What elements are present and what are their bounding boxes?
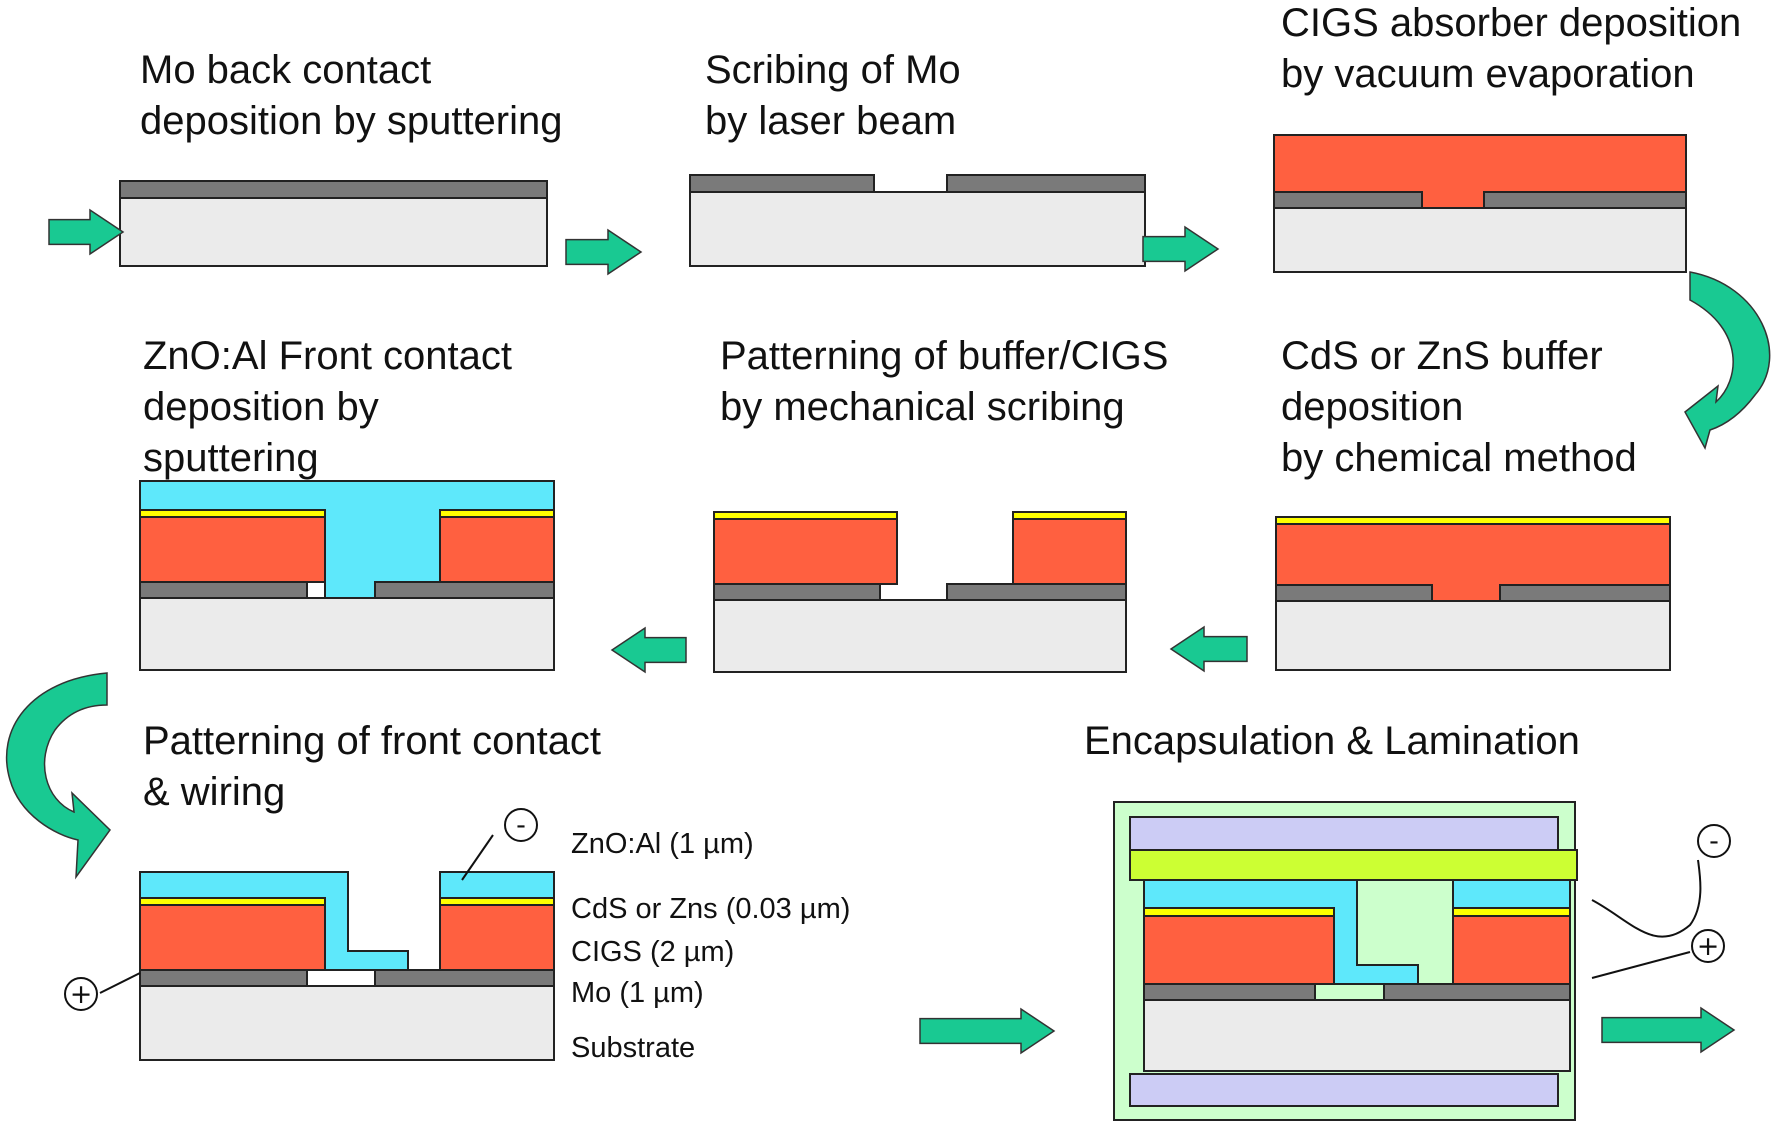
step-2-caption: Scribing of Mo by laser beam	[705, 45, 961, 147]
cigs-layer	[139, 904, 326, 971]
wire	[1591, 951, 1691, 979]
step-7-caption: Patterning of front contact & wiring	[143, 716, 601, 818]
negative-terminal-icon	[504, 808, 538, 842]
mo-layer	[1143, 983, 1316, 1001]
mo-layer	[1383, 983, 1571, 1001]
step-1-caption: Mo back contact deposition by sputtering	[140, 45, 563, 147]
mo-layer	[1483, 191, 1687, 209]
right-arrow-icon	[1142, 225, 1220, 273]
curved-arrow-icon	[1684, 271, 1771, 450]
mo-layer	[689, 174, 875, 193]
terminal-sign: +	[70, 979, 93, 1010]
layer-label-cds: CdS or Zns (0.03 µm)	[571, 893, 851, 925]
caption-line: by chemical method	[1281, 436, 1637, 480]
layer-label-cigs: CIGS (2 µm)	[571, 936, 735, 968]
caption-line: ZnO:Al Front contact	[143, 334, 513, 378]
back-glass	[1129, 1073, 1559, 1107]
terminal-sign: -	[516, 810, 526, 841]
buffer-layer	[1143, 907, 1335, 917]
mo-layer	[119, 180, 548, 199]
right-arrow-icon	[48, 208, 125, 256]
substrate-layer	[139, 597, 555, 671]
mo-layer	[1275, 584, 1433, 602]
step-5-caption: Patterning of buffer/CIGS by mechanical …	[720, 331, 1168, 433]
left-arrow-icon	[610, 626, 687, 674]
terminal-sign: +	[1697, 931, 1720, 962]
cigs-layer	[1143, 915, 1335, 985]
wire	[1591, 859, 1702, 938]
buffer-layer	[1452, 907, 1571, 917]
caption-line: Encapsulation & Lamination	[1084, 719, 1580, 763]
right-arrow-icon	[565, 228, 643, 276]
negative-terminal-icon	[1697, 824, 1731, 858]
substrate-layer	[119, 197, 548, 267]
right-arrow-icon	[919, 1007, 1056, 1055]
layer-label-mo: Mo (1 µm)	[571, 977, 704, 1009]
buffer-layer	[139, 509, 326, 518]
caption-line: & wiring	[143, 770, 286, 814]
substrate-layer	[1273, 207, 1687, 273]
mo-layer	[946, 174, 1146, 193]
step-8-caption: Encapsulation & Lamination	[1084, 716, 1580, 767]
left-arrow-icon	[1169, 625, 1248, 673]
buffer-layer	[1275, 516, 1671, 525]
layer-label-substrate: Substrate	[571, 1032, 696, 1064]
terminal-sign: -	[1709, 826, 1719, 857]
layer-label-zno: ZnO:Al (1 µm)	[571, 828, 754, 860]
zno-layer	[439, 871, 555, 899]
right-arrow-icon	[1601, 1006, 1736, 1054]
cigs-layer	[713, 518, 898, 585]
wire	[461, 834, 494, 881]
step-3-caption: CIGS absorber deposition by vacuum evapo…	[1281, 0, 1741, 100]
substrate-layer	[1275, 600, 1671, 671]
mo-layer	[1499, 584, 1671, 602]
buffer-layer	[713, 511, 898, 520]
caption-line: by laser beam	[705, 99, 957, 143]
caption-line: deposition by	[143, 385, 379, 429]
caption-line: Mo back contact	[140, 48, 432, 92]
caption-line: Patterning of buffer/CIGS	[720, 334, 1169, 378]
caption-line: by mechanical scribing	[720, 385, 1125, 429]
mo-layer	[374, 581, 555, 599]
substrate-layer	[713, 599, 1127, 673]
substrate-layer	[1143, 999, 1571, 1072]
buffer-layer	[1012, 511, 1127, 520]
cigs-layer	[439, 516, 555, 583]
cigs-layer	[1012, 518, 1127, 585]
buffer-layer	[139, 897, 326, 906]
curved-arrow-icon	[5, 672, 111, 880]
wire	[99, 972, 141, 994]
positive-terminal-icon	[64, 977, 98, 1011]
step-6-caption: ZnO:Al Front contact deposition by sputt…	[143, 331, 512, 484]
cigs-layer	[1452, 915, 1571, 985]
mo-layer	[1273, 191, 1423, 209]
cigs-layer	[139, 516, 326, 583]
caption-line: Scribing of Mo	[705, 48, 961, 92]
buffer-layer	[439, 509, 555, 518]
eva-layer	[1129, 849, 1578, 881]
caption-line: sputtering	[143, 436, 319, 480]
cigs-layer	[439, 904, 555, 971]
zno-layer	[1452, 879, 1571, 909]
caption-line: deposition by sputtering	[140, 99, 563, 143]
substrate-layer	[689, 191, 1146, 267]
caption-line: deposition	[1281, 385, 1464, 429]
step-4-caption: CdS or ZnS buffer deposition by chemical…	[1281, 331, 1637, 484]
caption-line: by vacuum evaporation	[1281, 52, 1695, 96]
positive-terminal-icon	[1691, 929, 1725, 963]
caption-line: Patterning of front contact	[143, 719, 602, 763]
mo-layer	[139, 969, 308, 987]
mo-layer	[374, 969, 555, 987]
caption-line: CdS or ZnS buffer	[1281, 334, 1603, 378]
mo-layer	[946, 583, 1127, 601]
buffer-layer	[439, 897, 555, 906]
mo-layer	[139, 581, 308, 599]
mo-layer	[713, 583, 881, 601]
caption-line: CIGS absorber deposition	[1281, 1, 1742, 45]
substrate-layer	[139, 985, 555, 1061]
cover-glass	[1129, 816, 1559, 851]
